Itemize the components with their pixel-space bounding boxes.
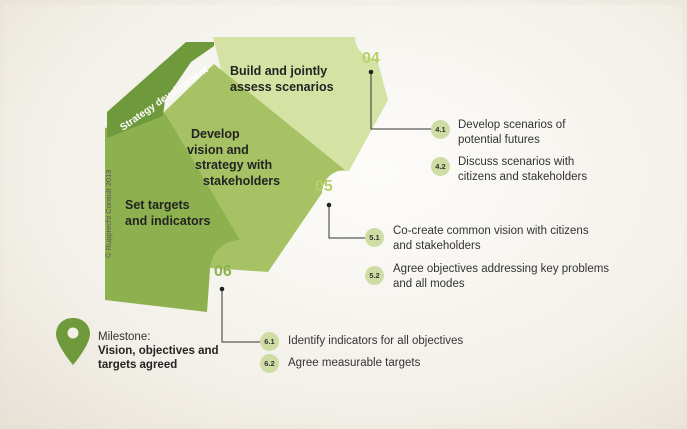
location-pin-icon	[56, 318, 90, 365]
activity-badge-4-1: 4.1	[431, 120, 450, 139]
step-number-04: 04	[362, 50, 380, 67]
activity-badge-5-2: 5.2	[365, 266, 384, 285]
step-title-05: Develop vision and strategy with stakeho…	[187, 127, 281, 188]
connector-04	[370, 72, 432, 130]
milestone-label: Milestone:	[98, 331, 151, 343]
copyright-text: © Rupprecht Consult 2019	[104, 169, 113, 259]
strategy-tab	[107, 42, 214, 138]
connector-dot-06	[219, 286, 225, 292]
activity-6-2: Agree measurable targets	[288, 357, 421, 369]
segment-06	[105, 113, 240, 312]
activity-badge-6-2: 6.2	[260, 354, 279, 373]
connector-06	[221, 289, 260, 343]
connector-dot-05	[326, 202, 332, 208]
connector-05	[328, 205, 365, 239]
activity-4-2: Discuss scenarios with citizens and stak…	[458, 156, 588, 183]
step-title-06: Set targets and indicators	[125, 198, 211, 228]
step-title-04: Build and jointly assess scenarios	[230, 64, 334, 94]
activity-badge-6-1: 6.1	[260, 332, 279, 351]
activity-badge-5-1: 5.1	[365, 228, 384, 247]
milestone-description: Vision, objectives and targets agreed	[98, 345, 219, 371]
activity-5-1: Co-create common vision with citizens an…	[393, 225, 589, 252]
step-number-06: 06	[214, 263, 232, 280]
activity-badge-4-2: 4.2	[431, 157, 450, 176]
activity-4-1: Develop scenarios of potential futures	[458, 119, 566, 146]
activity-5-2: Agree objectives addressing key problems…	[393, 263, 610, 290]
connector-dot-04	[368, 69, 374, 75]
activity-6-1: Identify indicators for all objectives	[288, 335, 464, 347]
milestone: Milestone: Vision, objectives and target…	[98, 330, 219, 372]
step-number-05: 05	[315, 178, 333, 195]
